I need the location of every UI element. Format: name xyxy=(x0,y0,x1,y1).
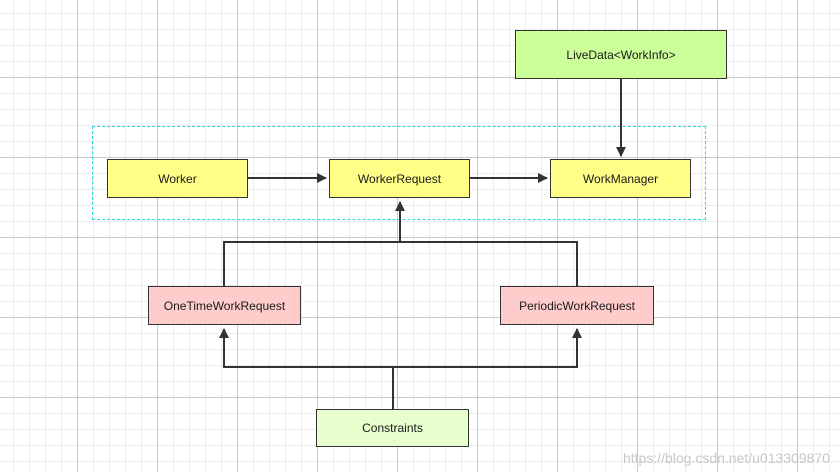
workerrequest-node: WorkerRequest xyxy=(329,159,470,198)
workmanager-node: WorkManager xyxy=(550,159,691,198)
worker-node: Worker xyxy=(107,159,248,198)
constraints-label: Constraints xyxy=(362,421,423,435)
worker-label: Worker xyxy=(158,171,197,186)
watermark-url: https://blog.csdn.net/u013309870 xyxy=(622,450,830,466)
edge-periodic-to-workerrequest xyxy=(400,241,578,286)
workmanager-label: WorkManager xyxy=(582,171,659,186)
edge-constraints-to-periodic xyxy=(393,328,582,368)
periodicworkrequest-label: PeriodicWorkRequest xyxy=(519,298,635,313)
workerrequest-label: WorkerRequest xyxy=(357,171,442,186)
onetimeworkrequest-node: OneTimeWorkRequest xyxy=(148,286,301,325)
edge-constraints-to-onetime xyxy=(219,328,393,368)
constraints-node: Constraints xyxy=(316,409,469,447)
onetimeworkrequest-label: OneTimeWorkRequest xyxy=(163,298,286,313)
livedata-workinfo-label: LiveData<WorkInfo> xyxy=(566,47,676,62)
livedata-workinfo-node: LiveData<WorkInfo> xyxy=(515,30,727,79)
edge-onetime-to-workerrequest xyxy=(223,241,400,286)
periodicworkrequest-node: PeriodicWorkRequest xyxy=(500,286,654,325)
